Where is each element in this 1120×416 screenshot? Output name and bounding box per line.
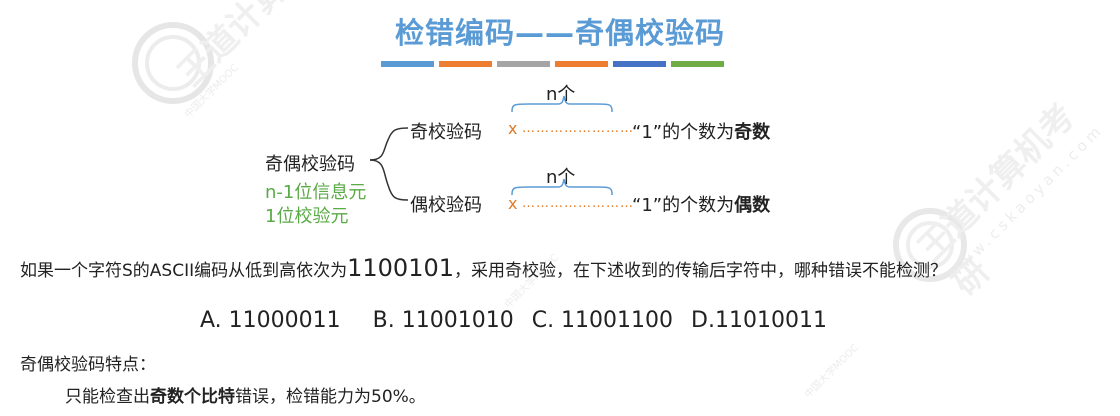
features-line-suffix: 错误，检错能力为50%。 bbox=[235, 387, 426, 407]
even-parity-desc: “1”的个数为偶数 bbox=[632, 191, 770, 217]
info-bits-label: n-1位信息元 bbox=[265, 182, 367, 203]
odd-parity-bit: x bbox=[508, 119, 518, 138]
even-n-bits-label: n个 bbox=[546, 167, 576, 188]
odd-parity-label: 奇校验码 bbox=[410, 122, 482, 143]
divider-bar-4 bbox=[555, 61, 608, 67]
title-divider bbox=[381, 61, 724, 67]
divider-bar-5 bbox=[613, 61, 666, 67]
option-a[interactable]: A. 11000011 bbox=[200, 308, 341, 333]
odd-desc-prefix: “1”的个数为 bbox=[632, 122, 735, 143]
check-bit-label: 1位校验元 bbox=[265, 206, 349, 227]
even-parity-bit: x bbox=[508, 194, 518, 213]
root-label: 奇偶校验码 bbox=[265, 154, 355, 175]
odd-data-bits: …………………… bbox=[522, 121, 634, 136]
question-prefix: 如果一个字符S的ASCII编码从低到高依次为 bbox=[20, 261, 348, 281]
question-code: 1100101 bbox=[347, 254, 454, 282]
odd-parity-desc: “1”的个数为奇数 bbox=[632, 118, 770, 144]
features-line: 只能检查出奇数个比特错误，检错能力为50%。 bbox=[65, 382, 426, 407]
option-d[interactable]: D.11010011 bbox=[691, 308, 827, 333]
option-c[interactable]: C. 11001100 bbox=[531, 308, 674, 333]
divider-bar-1 bbox=[381, 61, 434, 67]
even-parity-label: 偶校验码 bbox=[410, 195, 482, 216]
page-title: 检错编码——奇偶校验码 bbox=[394, 16, 725, 50]
even-desc-bold: 偶数 bbox=[734, 195, 771, 216]
features-line-prefix: 只能检查出 bbox=[65, 387, 150, 407]
odd-desc-bold: 奇数 bbox=[734, 122, 771, 143]
question-suffix: ，采用奇校验，在下述收到的传输后字符中，哪种错误不能检测？ bbox=[454, 261, 947, 281]
divider-bar-2 bbox=[439, 61, 492, 67]
features-line-bold: 奇数个比特 bbox=[150, 387, 235, 407]
odd-n-bits-label: n个 bbox=[546, 84, 576, 105]
even-data-bits: …………………… bbox=[522, 196, 634, 211]
option-b[interactable]: B. 11001010 bbox=[372, 308, 514, 333]
question-text: 如果一个字符S的ASCII编码从低到高依次为1100101，采用奇校验，在下述收… bbox=[20, 254, 947, 282]
even-desc-prefix: “1”的个数为 bbox=[632, 195, 735, 216]
answer-options: A. 11000011 B. 11001010 C. 11001100 D.11010… bbox=[200, 308, 827, 333]
divider-bar-6 bbox=[671, 61, 724, 67]
features-heading: 奇偶校验码特点： bbox=[20, 355, 156, 375]
divider-bar-3 bbox=[497, 61, 550, 67]
